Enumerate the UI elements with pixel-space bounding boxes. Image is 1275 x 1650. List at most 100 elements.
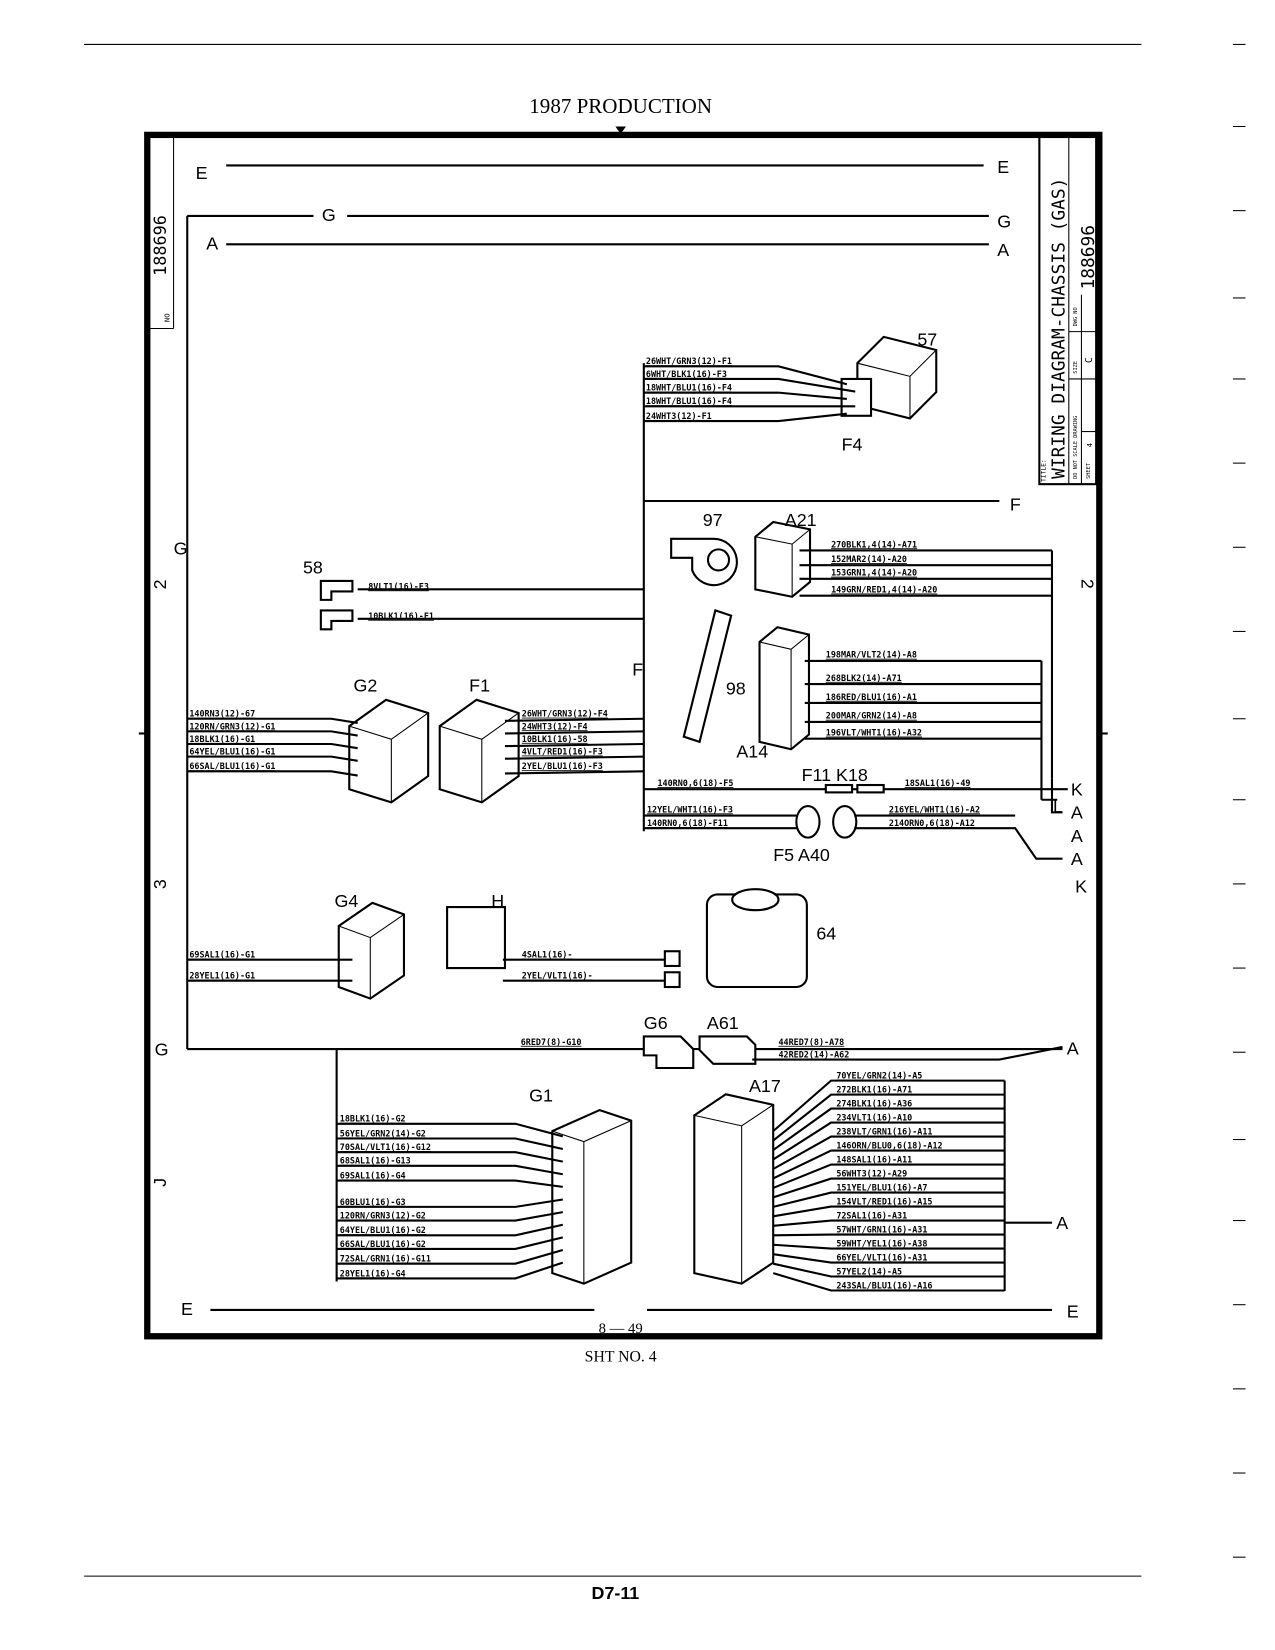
wire-label: 26WHT/GRN3(12)-F4: [522, 709, 608, 719]
wire-label: 272BLK1(16)-A71: [836, 1085, 912, 1095]
connector-a17-edge: [694, 1104, 774, 1284]
wire: [772, 1177, 1005, 1199]
wire-label: 151YEL/BLU1(16)-A7: [836, 1182, 927, 1192]
bus-k-label: K: [1071, 780, 1083, 800]
wire-label: 69SAL1(16)-G4: [340, 1170, 406, 1180]
component-label-g6: G6: [644, 1013, 668, 1033]
connector-g2-edge: [349, 712, 429, 803]
wire: [773, 1219, 1005, 1227]
connector-58: [319, 609, 354, 631]
wire-label: 6RED7(8)-G10: [521, 1037, 582, 1047]
wire-label: 214ORN0,6(18)-A12: [889, 818, 975, 828]
wire-label: 270BLK1,4(14)-A71: [831, 539, 917, 549]
wire: [336, 1261, 564, 1280]
wire-label: 198MAR/VLT2(14)-A8: [826, 650, 917, 660]
wire-label: 10BLK1(16)-F1: [368, 611, 434, 621]
wire-label: 4SAL1(16)-: [522, 950, 573, 960]
wire: [643, 377, 856, 393]
connector-g1-edge: [552, 1120, 632, 1284]
wire-label: 152MAR2(14)-A20: [831, 554, 907, 564]
component-label-a17: A17: [749, 1076, 781, 1096]
connector-a40: [832, 805, 858, 839]
wire-label: 140RN0,6(18)-F11: [647, 818, 728, 828]
wire-label: 2YEL/VLT1(16)-: [522, 971, 593, 981]
wire-label: 59WHT/YEL1(16)-A38: [836, 1238, 927, 1248]
left-strip-no-label: NO: [162, 313, 171, 322]
wire-label: 18WHT/BLU1(16)-F4: [646, 383, 732, 393]
wire-label: 56YEL/GRN2(14)-G2: [340, 1128, 426, 1138]
wire-label: 24WHT3(12)-F4: [522, 721, 588, 731]
component-label-h: H: [491, 891, 504, 911]
component-label-f5_a40: F5 A40: [773, 845, 830, 865]
connector-g1: [551, 1108, 633, 1285]
component-label-a14: A14: [736, 742, 768, 762]
wire-label: 57WHT/GRN1(16)-A31: [836, 1224, 927, 1234]
wire-label: 243SAL/BLU1(16)-A16: [836, 1280, 932, 1290]
wire: [336, 1248, 564, 1265]
bus-f-label: F: [1010, 494, 1021, 514]
zone-right-mid: K: [1075, 876, 1087, 896]
tb-dwg-label: DWG NO: [1073, 307, 1079, 326]
wire-label: 6WHT/BLK1(16)-F3: [646, 369, 727, 379]
connector-g4-edge: [338, 913, 405, 999]
wire: [854, 814, 1063, 860]
bus-l-label: L: [1053, 796, 1063, 816]
wire: [336, 1137, 564, 1151]
wire-label: 140RN3(12)-67: [189, 709, 255, 719]
wire: [772, 1149, 1005, 1180]
wire-label: 28YEL1(16)-G1: [189, 971, 255, 981]
connector-a61: [698, 1035, 757, 1065]
wire-label: 149GRN/RED1,4(14)-A20: [831, 585, 937, 595]
wire: [187, 770, 358, 777]
connector-a17: [693, 1093, 775, 1285]
wire: [772, 1163, 1005, 1189]
wire: [336, 1164, 563, 1176]
connector-h-plug: [663, 950, 681, 968]
wire-label: 70SAL/VLT1(16)-G12: [340, 1142, 431, 1152]
wire: [643, 391, 847, 400]
wire: [643, 365, 848, 386]
wire: [187, 730, 358, 737]
bus-a-label: A: [1067, 1038, 1079, 1058]
wire: [504, 770, 644, 775]
wire: [504, 730, 644, 735]
connector-a21-edge: [755, 528, 811, 597]
component-label-g1: G1: [529, 1086, 553, 1106]
zone-left-bot: J: [150, 1178, 170, 1187]
wire: [336, 1151, 564, 1163]
component-label-c97: 97: [703, 510, 723, 530]
wire: [187, 717, 358, 724]
tb-title-label: TITLE:: [1041, 459, 1048, 482]
wire: [336, 1236, 564, 1251]
bus-g-label: G: [997, 211, 1011, 231]
wire-label: 120RN/GRN3(12)-G1: [189, 721, 275, 731]
component-label-g4: G4: [335, 891, 359, 911]
connector-58: [319, 579, 354, 601]
component-label-c58: 58: [303, 558, 323, 578]
left-strip-drawing-no: 188696: [150, 215, 170, 276]
wire-label: 24WHT3(12)-F1: [646, 411, 712, 421]
wire-label: 18BLK1(16)-G1: [189, 734, 255, 744]
wire-label: 10BLK1(16)-58: [522, 734, 588, 744]
component-label-f1: F1: [469, 675, 490, 695]
zone-right-top: 2: [1077, 579, 1097, 589]
wire-label: 66YEL/VLT1(16)-A31: [836, 1252, 927, 1262]
bus-a-label: A: [206, 234, 218, 254]
page-title: 1987 PRODUCTION: [529, 94, 712, 118]
wire: [187, 755, 358, 762]
connector-g6: [642, 1035, 695, 1070]
wire: [336, 1122, 564, 1138]
tb-drawing-no: 188696: [1078, 225, 1099, 290]
connector-g2: [348, 698, 430, 804]
wire-label: 12YEL/WHT1(16)-F3: [647, 804, 733, 814]
wire-label: 238VLT/GRN1(16)-A11: [836, 1126, 932, 1136]
wire: [336, 1198, 563, 1208]
tb-note: DO NOT SCALE DRAWING: [1073, 416, 1079, 479]
wire-label: 44RED7(8)-A78: [778, 1037, 844, 1047]
wire-label: 64YEL/BLU1(16)-G1: [189, 747, 275, 757]
zone-left-top: 2: [150, 579, 170, 589]
wire: [504, 742, 644, 748]
bus-e-label: E: [997, 157, 1009, 177]
wire-label: 216YEL/WHT1(16)-A2: [889, 804, 980, 814]
